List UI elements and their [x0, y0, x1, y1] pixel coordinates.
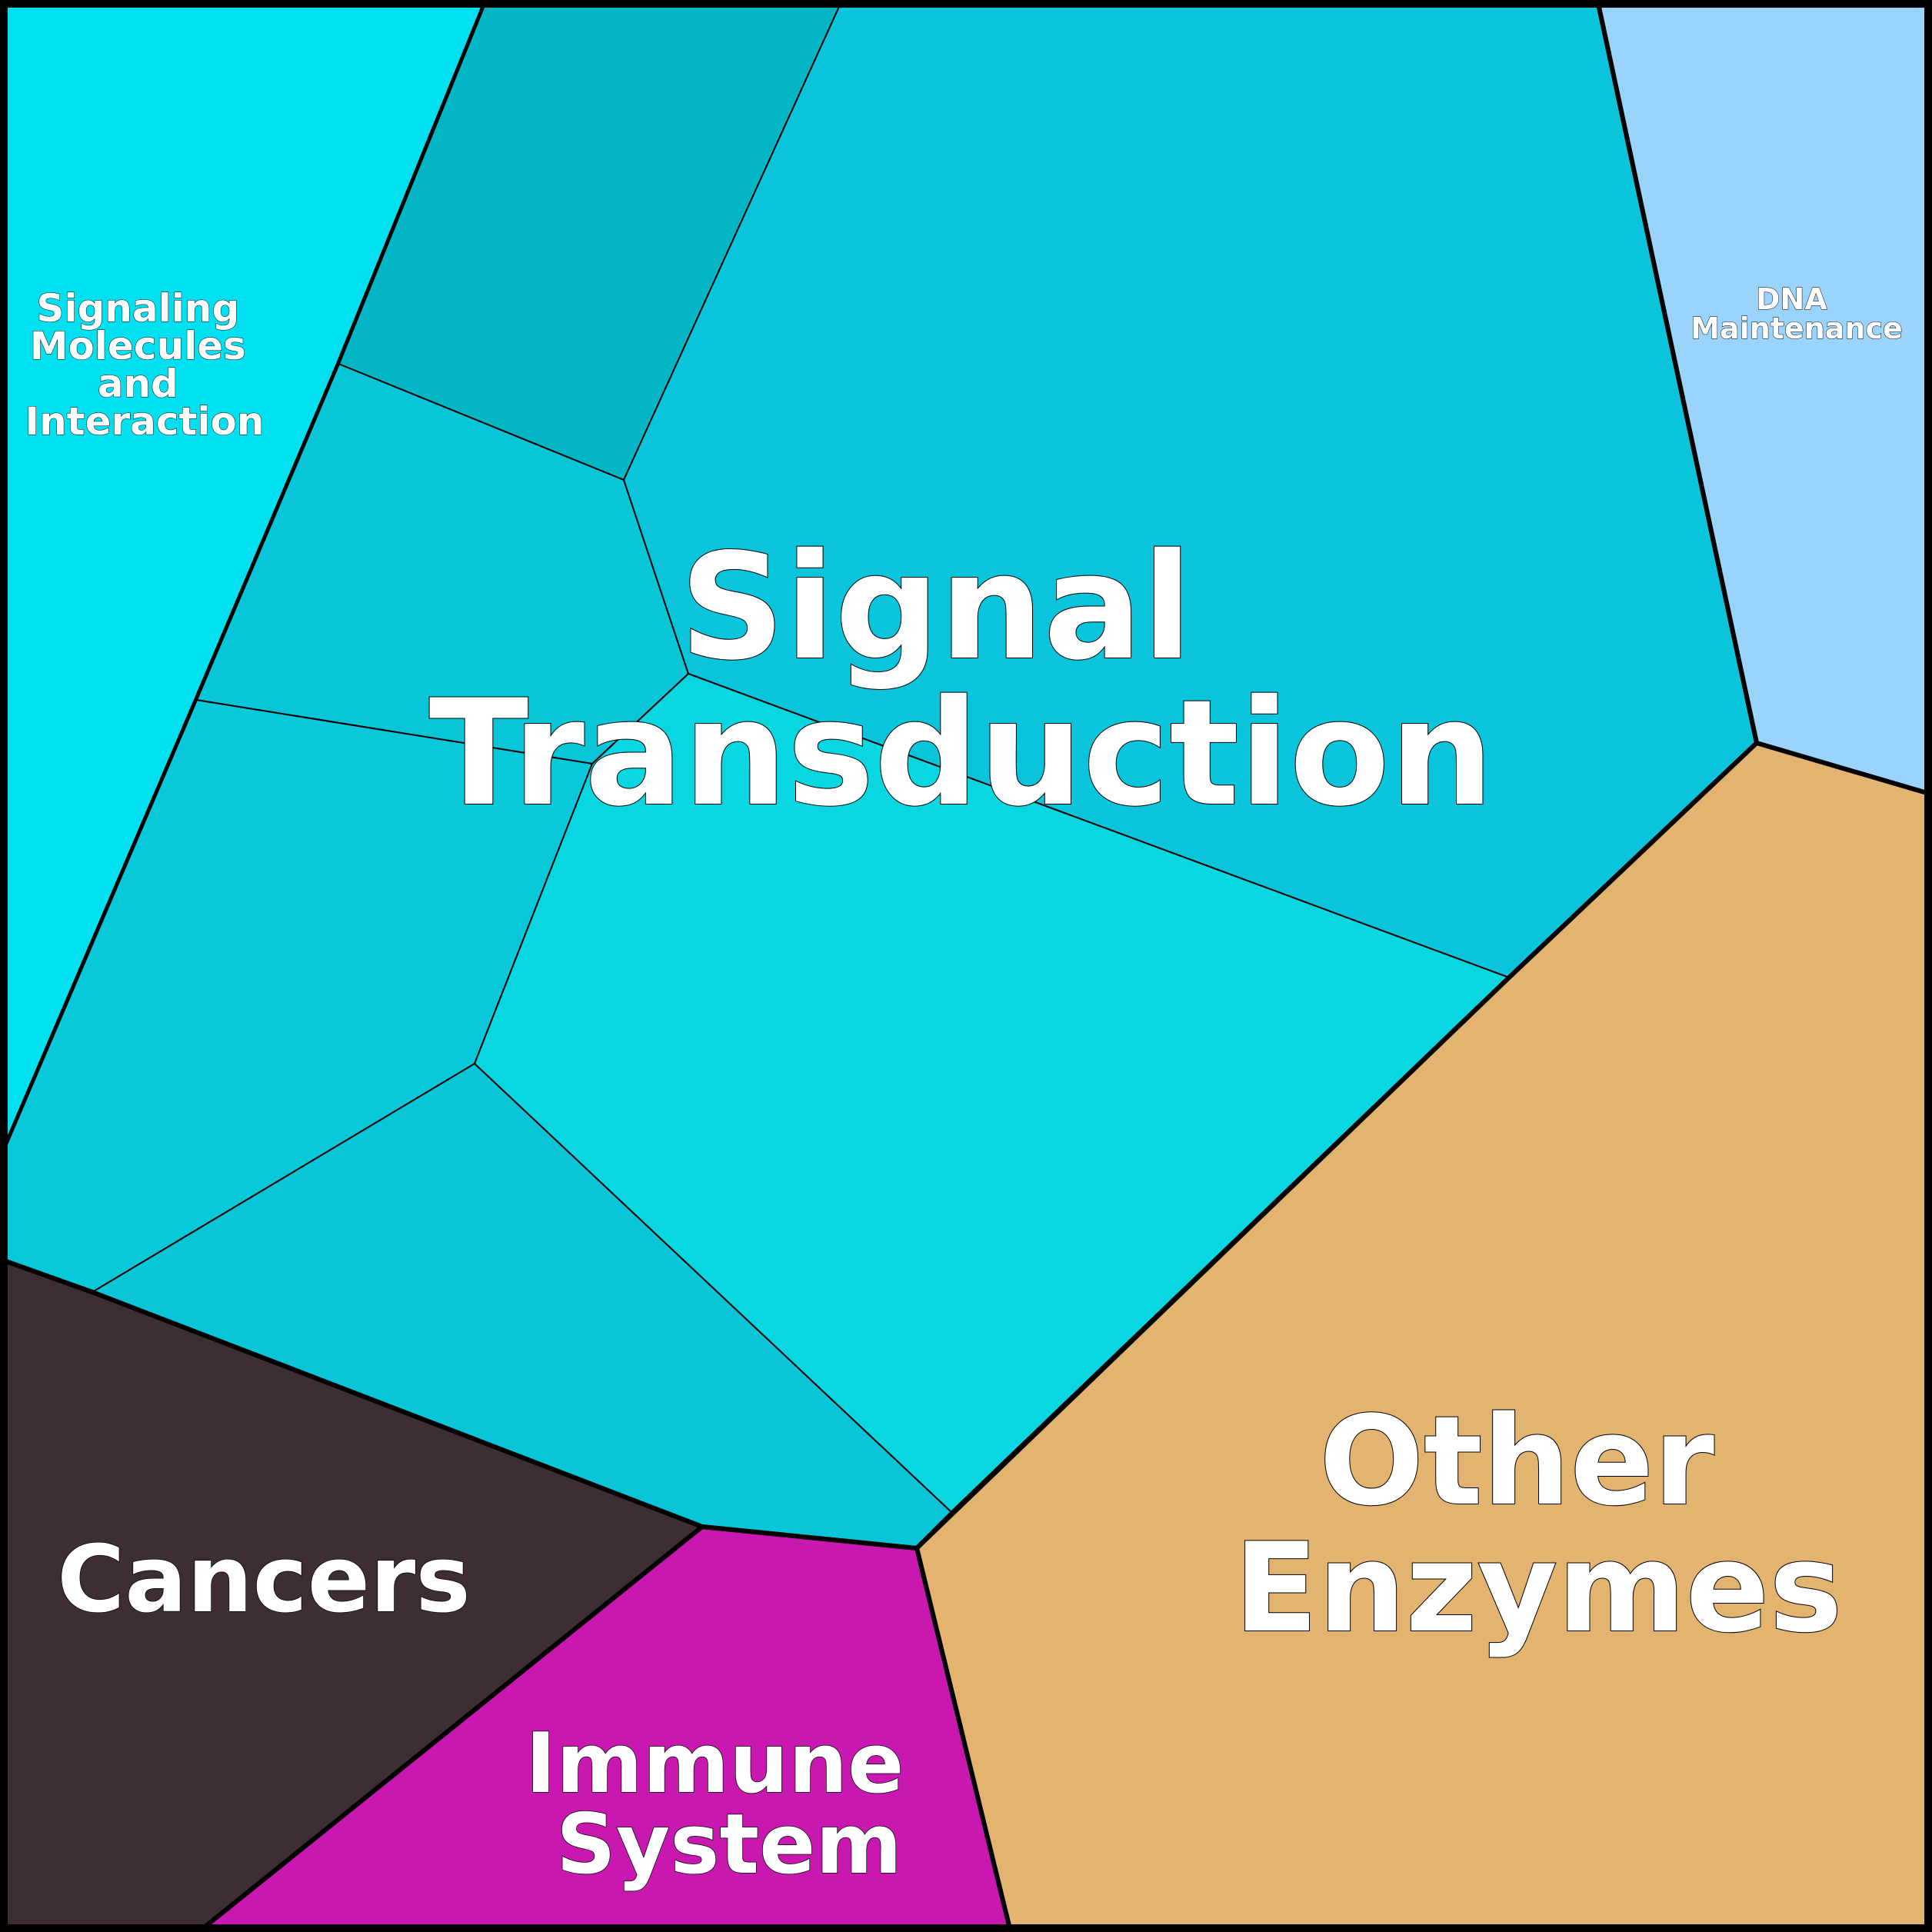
label-signaling-molecules-line3: and	[98, 361, 178, 406]
label-signaling-molecules-line2: Molecules	[30, 324, 246, 368]
label-cancers-line1: Cancers	[57, 1527, 471, 1634]
label-signaling-molecules-line4: Interaction	[25, 399, 264, 444]
label-other-enzymes-line1: Other	[1319, 1389, 1714, 1533]
label-signaling-molecules-line1: Signaling	[36, 286, 239, 331]
signaling-molecules-boundary	[5, 0, 488, 1145]
label-other-enzymes: Other Enzymes	[1234, 1389, 1842, 1660]
label-signaling-molecules: Signaling Molecules and Interaction	[25, 286, 264, 444]
label-signal-transduction: Signal Transduction	[429, 522, 1494, 838]
label-signal-transduction-line2: Transduction	[429, 668, 1494, 838]
label-dna-maintenance-line2: Maintenance	[1690, 311, 1903, 345]
label-immune-system: Immune System	[525, 1716, 933, 1893]
label-other-enzymes-line2: Enzymes	[1234, 1516, 1842, 1660]
label-signal-transduction-line1: Signal	[680, 522, 1193, 692]
label-cancers: Cancers	[57, 1527, 471, 1634]
label-immune-system-line2: System	[556, 1797, 902, 1893]
label-dna-maintenance-line1: DNA	[1756, 282, 1827, 316]
label-immune-system-line1: Immune	[525, 1716, 904, 1812]
label-dna-maintenance: DNA Maintenance	[1690, 282, 1903, 345]
signal-transduction-boundary	[5, 0, 1760, 1551]
